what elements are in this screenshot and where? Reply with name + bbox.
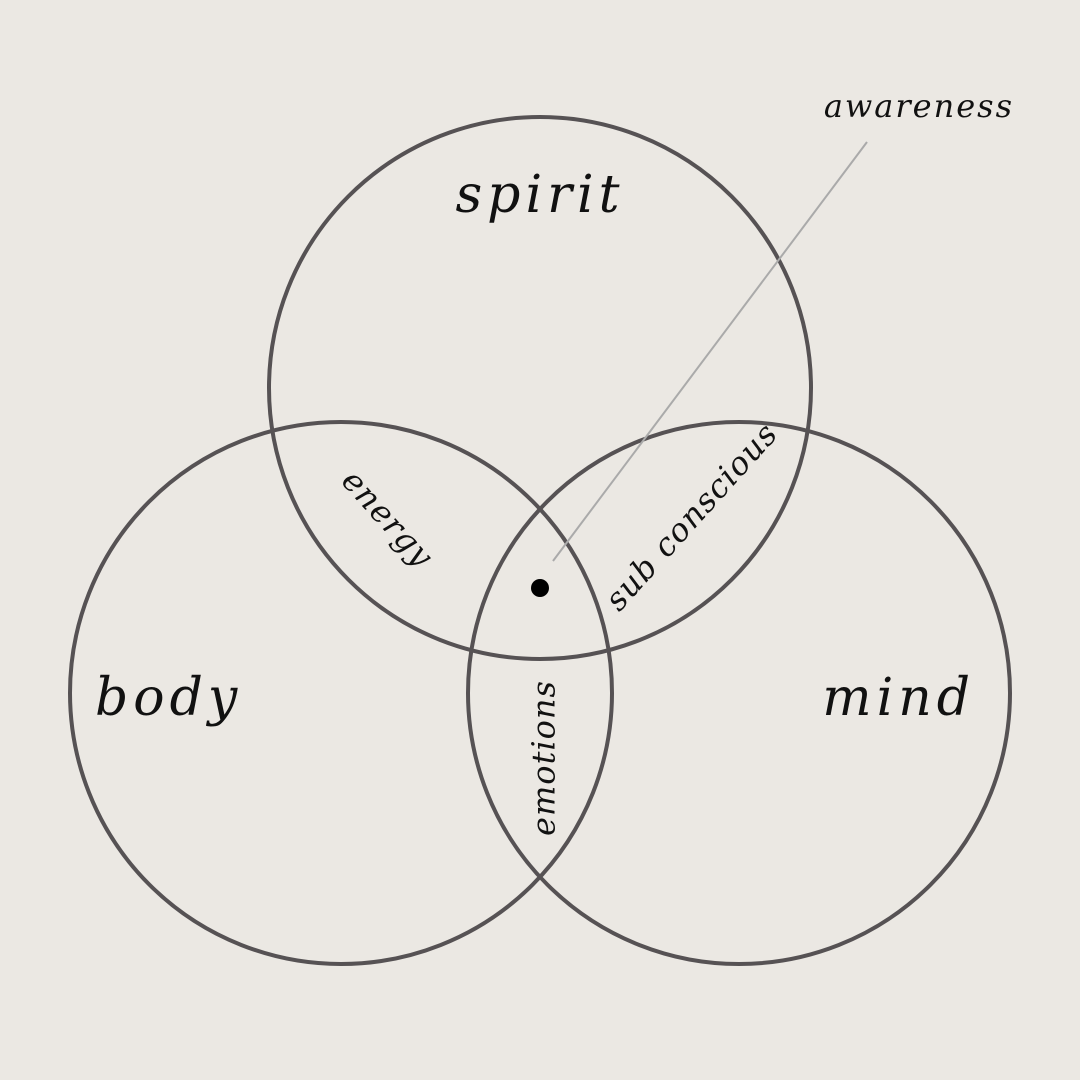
awareness-label: awareness [824, 87, 1014, 125]
mind-circle [466, 420, 1012, 966]
body-label: body [95, 668, 242, 728]
mind-label: mind [822, 668, 975, 728]
body-circle [68, 420, 614, 966]
awareness-dot [531, 579, 549, 597]
awareness-leader-line [552, 141, 868, 562]
emotions-label: emotions [525, 680, 563, 836]
spirit-label: spirit [456, 165, 625, 225]
spirit-circle [267, 115, 813, 661]
